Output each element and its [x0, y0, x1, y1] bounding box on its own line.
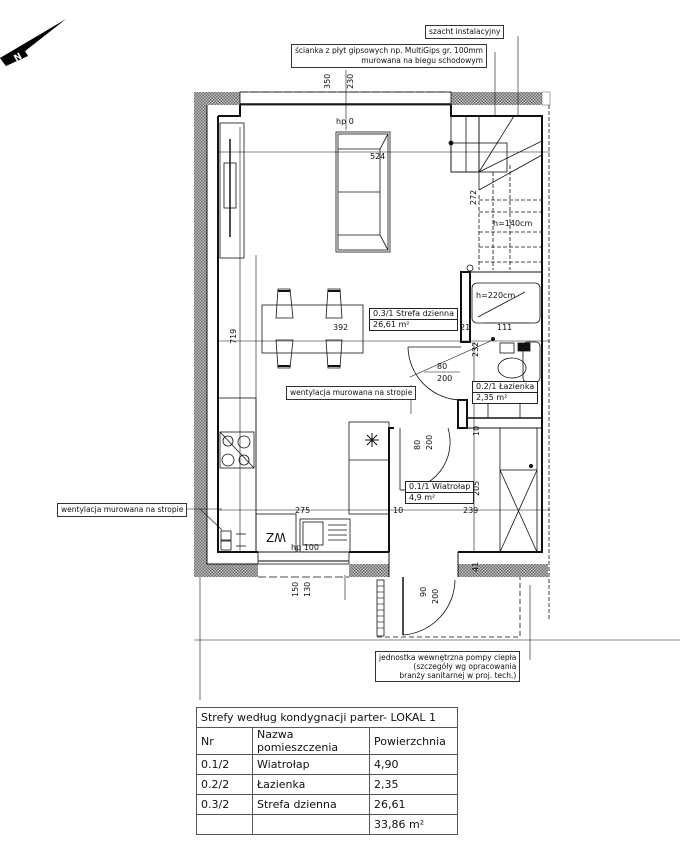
- floor-plan: 350 230 hp 0 524 272 h=140cm h=220cm 21 …: [170, 36, 680, 700]
- room-label: 0.2/1 Łazienka: [476, 382, 535, 391]
- dim-130: 130: [303, 582, 312, 597]
- cell-name: [252, 814, 370, 835]
- table-total-row: 33,86 m²: [196, 814, 458, 835]
- table-row: 0.3/2 Strefa dzienna 26,61: [196, 794, 458, 815]
- table-header-row: Nr Nazwa pomieszczenia Powierzchnia: [196, 727, 458, 755]
- heat-pump-note: jednostka wewnętrzna pompy ciepła (szcze…: [375, 651, 521, 682]
- room-area: 26,61 m²: [370, 319, 458, 330]
- door-swings: [376, 346, 521, 638]
- table-row: 0.2/2 Łazienka 2,35: [196, 774, 458, 795]
- shaft-note: szacht instalacyjny: [425, 25, 505, 39]
- cell-area: 2,35: [369, 774, 458, 795]
- dim-150: 150: [291, 582, 300, 597]
- dim-719: 719: [229, 329, 238, 344]
- cell-total-area: 33,86 m²: [369, 814, 458, 835]
- north-arrow-icon: N: [0, 19, 66, 66]
- cell-nr: 0.2/2: [196, 774, 253, 795]
- staircase: [448, 105, 550, 620]
- cell-area: 26,61: [369, 794, 458, 815]
- kitchen: [217, 397, 390, 553]
- dim-272: 272: [469, 190, 478, 205]
- dim-230: 230: [346, 74, 355, 89]
- ventilation-note-left: wentylacja murowana na stropie: [57, 503, 188, 517]
- room-tag-vestibule: 0.1/1 Wiatrołap 4,9 m²: [405, 481, 475, 504]
- zones-table: Strefy według kondygnacji parter- LOKAL …: [196, 707, 458, 835]
- room-label: 0.1/1 Wiatrołap: [409, 482, 471, 491]
- dim-350: 350: [323, 74, 332, 89]
- cell-nr: 0.3/2: [196, 794, 253, 815]
- stairs-height: h=140cm: [493, 219, 532, 228]
- gypsum-wall-note: ścianka z płyt gipsowych np. MultiGips g…: [291, 44, 487, 68]
- table-row: 0.1/2 Wiatrołap 4,90: [196, 754, 458, 775]
- header-nr: Nr: [196, 727, 253, 755]
- entry-door-w: 90: [419, 587, 428, 597]
- header-area: Powierzchnia: [369, 727, 458, 755]
- shower-height: h=220cm: [476, 291, 515, 300]
- heat-pump-cabinet: [499, 428, 538, 553]
- dim-232: 232: [471, 342, 480, 357]
- cell-name: Łazienka: [252, 774, 370, 795]
- heat-pump-note-line2: (szczegóły wg opracowania: [413, 662, 517, 671]
- room-area: 4,9 m²: [406, 492, 474, 503]
- door-vest-w: 80: [413, 440, 422, 450]
- dim-10-a: 10: [472, 426, 481, 436]
- north-label: N: [13, 52, 25, 64]
- room-area: 2,35 m²: [473, 392, 538, 403]
- sofa: [335, 131, 391, 253]
- dim-239: 239: [463, 506, 478, 515]
- dim-524: 524: [370, 152, 385, 161]
- dim-41: 41: [471, 562, 480, 572]
- dim-10-b: 10: [393, 506, 403, 515]
- hp-bottom: hp 100: [291, 543, 319, 552]
- entry-door-h: 200: [431, 589, 440, 604]
- dim-111: 111: [497, 323, 512, 332]
- interior-walls: [206, 91, 543, 578]
- gypsum-wall-note-line2: murowana na biegu schodowym: [361, 56, 483, 65]
- table-title-row: Strefy według kondygnacji parter- LOKAL …: [196, 707, 458, 728]
- kitchen-wz-label: WZ: [266, 530, 286, 544]
- gypsum-wall-note-line1: ścianka z płyt gipsowych np. MultiGips g…: [295, 46, 483, 55]
- cell-nr: [196, 814, 253, 835]
- cell-nr: 0.1/2: [196, 754, 253, 775]
- dim-205: 205: [472, 481, 481, 496]
- heat-pump-note-line1: jednostka wewnętrzna pompy ciepła: [379, 653, 517, 662]
- dim-275: 275: [295, 506, 310, 515]
- tv-cabinet: [219, 122, 245, 259]
- table-title: Strefy według kondygnacji parter- LOKAL …: [196, 707, 458, 728]
- door-living-w: 80: [437, 362, 447, 371]
- door-living-h: 200: [437, 374, 452, 383]
- room-tag-living: 0.3/1 Strefa dzienna 26,61 m²: [369, 308, 459, 331]
- heat-pump-note-line3: branży sanitarnej w proj. tech.): [399, 671, 517, 680]
- ventilation-note-center: wentylacja murowana na stropie: [286, 386, 417, 400]
- cell-name: Wiatrołap: [252, 754, 370, 775]
- hp-top: hp 0: [336, 117, 354, 126]
- exterior-walls: [194, 91, 551, 577]
- door-vest-h: 200: [425, 435, 434, 450]
- dimension-lines: [170, 36, 680, 700]
- cell-area: 4,90: [369, 754, 458, 775]
- dining-table: [261, 288, 364, 369]
- room-label: 0.3/1 Strefa dzienna: [373, 309, 455, 318]
- dim-21: 21: [460, 323, 470, 332]
- dim-392: 392: [333, 323, 348, 332]
- room-tag-bathroom: 0.2/1 Łazienka 2,35 m²: [472, 381, 539, 404]
- cell-name: Strefa dzienna: [252, 794, 370, 815]
- header-name: Nazwa pomieszczenia: [252, 727, 370, 755]
